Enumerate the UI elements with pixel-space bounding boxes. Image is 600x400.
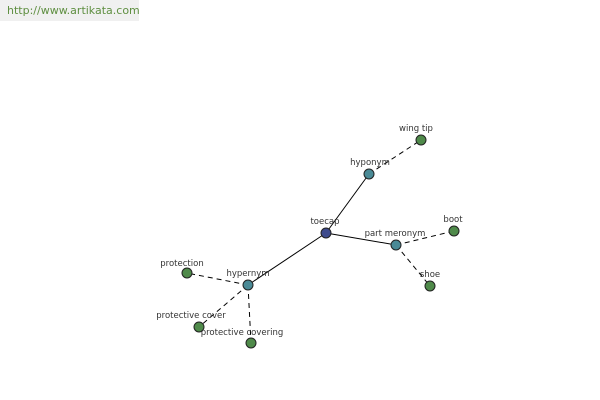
source-url[interactable]: http://www.artikata.com: [0, 0, 139, 21]
node-label-hypernym[interactable]: hypernym: [226, 269, 269, 279]
node-label-wing-tip[interactable]: wing tip: [399, 124, 433, 134]
node-label-protective-cover[interactable]: protective cover: [156, 311, 226, 321]
edge-part-meronym-to-boot: [395, 230, 455, 246]
node-layer: [181, 134, 460, 349]
node-label-protection[interactable]: protection: [160, 259, 203, 269]
edge-hypernym-to-protective-covering: [247, 284, 252, 344]
node-boot[interactable]: [448, 225, 460, 237]
node-toecap[interactable]: [320, 227, 332, 239]
node-label-protective-covering[interactable]: protective covering: [201, 328, 284, 338]
node-label-part-meronym[interactable]: part meronym: [365, 229, 426, 239]
node-wing-tip[interactable]: [415, 134, 427, 146]
edge-hyponym-to-wing-tip: [368, 139, 422, 175]
node-label-boot[interactable]: boot: [443, 215, 463, 225]
edge-toecap-to-hypernym: [247, 232, 327, 286]
edge-layer: [186, 139, 455, 344]
node-hyponym[interactable]: [363, 168, 375, 180]
node-shoe[interactable]: [424, 280, 436, 292]
node-hypernym[interactable]: [242, 279, 254, 291]
node-label-hyponym[interactable]: hyponym: [350, 158, 390, 168]
edge-toecap-to-part-meronym: [325, 232, 397, 246]
node-label-shoe[interactable]: shoe: [420, 270, 440, 280]
node-protective-covering[interactable]: [245, 337, 257, 349]
node-part-meronym[interactable]: [390, 239, 402, 251]
edge-toecap-to-hyponym: [325, 173, 370, 234]
node-protective-cover[interactable]: [193, 321, 205, 333]
label-layer: toecap hyponym part meronym hypernym wing ti…: [156, 124, 463, 338]
node-label-toecap[interactable]: toecap: [310, 217, 339, 227]
edge-hypernym-to-protective-cover: [198, 284, 249, 328]
node-protection[interactable]: [181, 267, 193, 279]
edge-hypernym-to-protection: [186, 272, 249, 286]
